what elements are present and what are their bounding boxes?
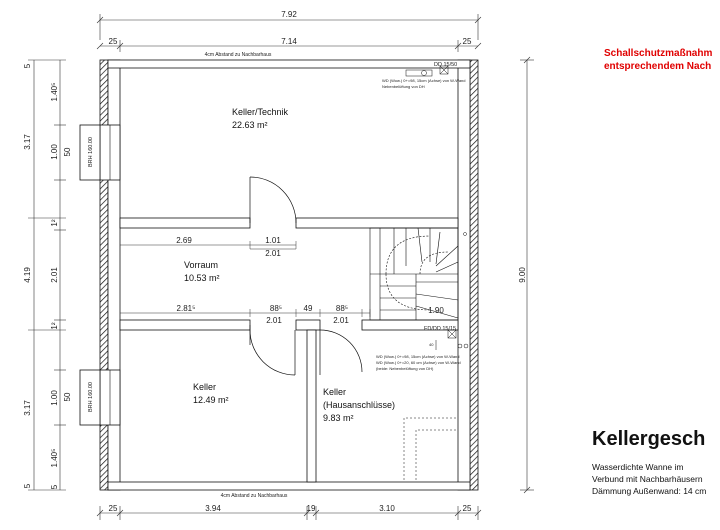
window-top-label: BRH 160.00 bbox=[88, 137, 94, 167]
floor-title: Kellergesch bbox=[592, 428, 706, 450]
dim-bottom-right: 3.10 bbox=[379, 504, 395, 513]
description-line-1: Wasserdichte Wanne im bbox=[592, 462, 684, 472]
dim-left-outer-1: 5 bbox=[23, 63, 32, 68]
stair-dim: 40 bbox=[429, 342, 434, 347]
duct-bottom-label: FD/DD 15/15 bbox=[424, 326, 456, 332]
window-top bbox=[79, 124, 121, 181]
dim-left-outer-3: 4.19 bbox=[23, 267, 32, 283]
dim-left-inner-7: 1.40⁵ bbox=[50, 449, 59, 468]
dim-left-inner-5: 1² bbox=[50, 322, 59, 329]
top-dimensions bbox=[96, 14, 482, 52]
right-dimensions bbox=[520, 56, 534, 494]
window-bottom bbox=[79, 369, 121, 426]
dim-top-total: 7.92 bbox=[281, 10, 297, 19]
dim-left-outer-5: 5 bbox=[23, 483, 32, 488]
dim-bottom-mid: 19 bbox=[307, 504, 316, 513]
outer-walls bbox=[99, 59, 479, 491]
wd-note-bottom-1: WD (Wow.) 0+=98, 15cm (Achse) von W-Wand bbox=[376, 354, 460, 359]
dim-left-inner-1: 1.40⁵ bbox=[50, 83, 59, 102]
room-vorraum-area: 10.53 m² bbox=[184, 273, 220, 283]
room-hausanschluss-area: 9.83 m² bbox=[323, 413, 354, 423]
duct-top-label: DD 15/50 bbox=[434, 62, 457, 68]
dim-vorraum-bottom-3: 49 bbox=[304, 304, 313, 313]
window-bottom-label: BRH 160.00 bbox=[88, 382, 94, 412]
dim-bottom-left: 3.94 bbox=[205, 504, 221, 513]
room-hausanschluss-subtitle: (Hausanschlüsse) bbox=[323, 400, 395, 410]
bottom-dimensions bbox=[96, 506, 482, 520]
dim-vorraum-bottom-1: 2.81⁵ bbox=[177, 304, 196, 313]
dim-vorraum-bottom-6: 2.01 bbox=[333, 316, 349, 325]
sound-notice-line-2: entsprechendem Nach bbox=[604, 61, 712, 72]
duct-top bbox=[405, 65, 449, 77]
dim-left-inner-3: 1² bbox=[50, 219, 59, 226]
dim-vorraum-top-1: 2.69 bbox=[176, 236, 192, 245]
wd-note-bottom-2: WD (Wow.) 0+=20, 60 cm (Achse) von W-Wan… bbox=[376, 360, 461, 365]
neighbor-gap-bottom: 4cm Abstand zu Nachbarhaus bbox=[221, 493, 288, 499]
dim-vorraum-bottom-2: 88⁵ bbox=[270, 304, 282, 313]
room-hausanschluss-name: Keller bbox=[323, 387, 346, 397]
dim-left-outer-4: 3.17 bbox=[23, 400, 32, 416]
dim-vorraum-bottom-4: 88⁵ bbox=[336, 304, 348, 313]
dim-vorraum-top-2: 1.01 bbox=[265, 236, 281, 245]
dim-vorraum-bottom-5: 2.01 bbox=[266, 316, 282, 325]
dim-left-inner-2: 1.00 bbox=[50, 144, 59, 160]
dim-vorraum-top-3: 2.01 bbox=[265, 249, 281, 258]
dim-bottom-wall-right: 25 bbox=[463, 504, 472, 513]
dim-bottom-wall-left: 25 bbox=[109, 504, 118, 513]
vorraum-dimensions bbox=[120, 241, 371, 317]
window-top-dim: 50 bbox=[63, 147, 72, 156]
dim-left-inner-6: 1.00 bbox=[50, 390, 59, 406]
stair-cutline bbox=[403, 417, 458, 480]
dim-vorraum-bottom-7: 1.90 bbox=[428, 306, 444, 315]
dim-right-total: 9.00 bbox=[518, 267, 527, 283]
description-line-3: Dämmung Außenwand: 14 cm bbox=[592, 486, 707, 496]
sound-notice-line-1: Schallschutzmaßnahm bbox=[604, 48, 713, 59]
window-bottom-dim: 50 bbox=[63, 392, 72, 401]
staircase bbox=[369, 227, 459, 321]
dim-left-outer-2: 3.17 bbox=[23, 134, 32, 150]
left-dimensions bbox=[28, 59, 66, 491]
dim-left-inner-4: 2.01 bbox=[50, 267, 59, 283]
dim-left-inner-8: 5 bbox=[50, 484, 59, 489]
neighbor-gap-top: 4cm Abstand zu Nachbarhaus bbox=[205, 52, 272, 58]
room-keller-technik-area: 22.63 m² bbox=[232, 120, 268, 130]
interior-walls bbox=[119, 217, 459, 483]
wd-note-top-1: WD (Wow.) 0+=98, 15cm (Achse) von W-Wand bbox=[382, 78, 466, 83]
room-keller-area: 12.49 m² bbox=[193, 395, 229, 405]
duct-bottom bbox=[435, 232, 469, 350]
room-keller-technik-name: Keller/Technik bbox=[232, 107, 289, 117]
dim-top-wall-left: 25 bbox=[109, 37, 118, 46]
dim-top-inner: 7.14 bbox=[281, 37, 297, 46]
room-vorraum-name: Vorraum bbox=[184, 260, 218, 270]
dim-top-wall-right: 25 bbox=[463, 37, 472, 46]
room-keller-name: Keller bbox=[193, 382, 216, 392]
wd-note-top-2: Nebenbelüftung von DH bbox=[382, 84, 425, 89]
doors bbox=[249, 176, 363, 376]
wd-note-bottom-3: (beide: Nebenbelüftung von DH) bbox=[376, 366, 434, 371]
description-line-2: Verbund mit Nachbarhäusern bbox=[592, 474, 703, 484]
